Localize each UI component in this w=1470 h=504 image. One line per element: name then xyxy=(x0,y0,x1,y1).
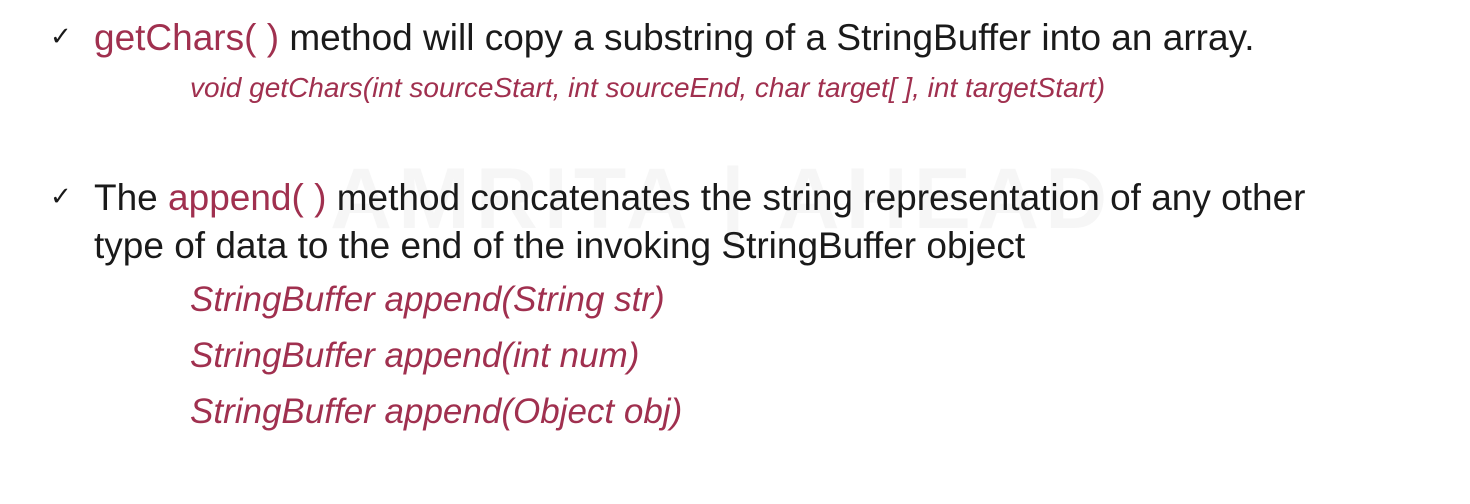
check-icon: ✓ xyxy=(50,21,72,51)
check-icon: ✓ xyxy=(50,181,72,211)
bullet-text: The append( ) method concatenates the st… xyxy=(94,174,1306,222)
signature-append-object: StringBuffer append(Object obj) xyxy=(190,392,683,431)
bullet-description: method concatenates the string represent… xyxy=(326,177,1306,218)
bullet-text: getChars( ) method will copy a substring… xyxy=(94,14,1255,62)
signature-append-int: StringBuffer append(int num) xyxy=(190,336,640,375)
signature-append-string: StringBuffer append(String str) xyxy=(190,280,665,319)
bullet-append: ✓ The append( ) method concatenates the … xyxy=(50,174,1306,222)
bullet-continuation: type of data to the end of the invoking … xyxy=(94,225,1026,266)
signature-getchars: void getChars(int sourceStart, int sourc… xyxy=(190,72,1106,103)
bullet-lead: The xyxy=(94,177,169,218)
bullet-description: method will copy a substring of a String… xyxy=(279,17,1255,58)
bullet-getchars: ✓ getChars( ) method will copy a substri… xyxy=(50,14,1255,62)
keyword-append: append( ) xyxy=(168,177,327,218)
keyword-getchars: getChars( ) xyxy=(94,17,280,58)
